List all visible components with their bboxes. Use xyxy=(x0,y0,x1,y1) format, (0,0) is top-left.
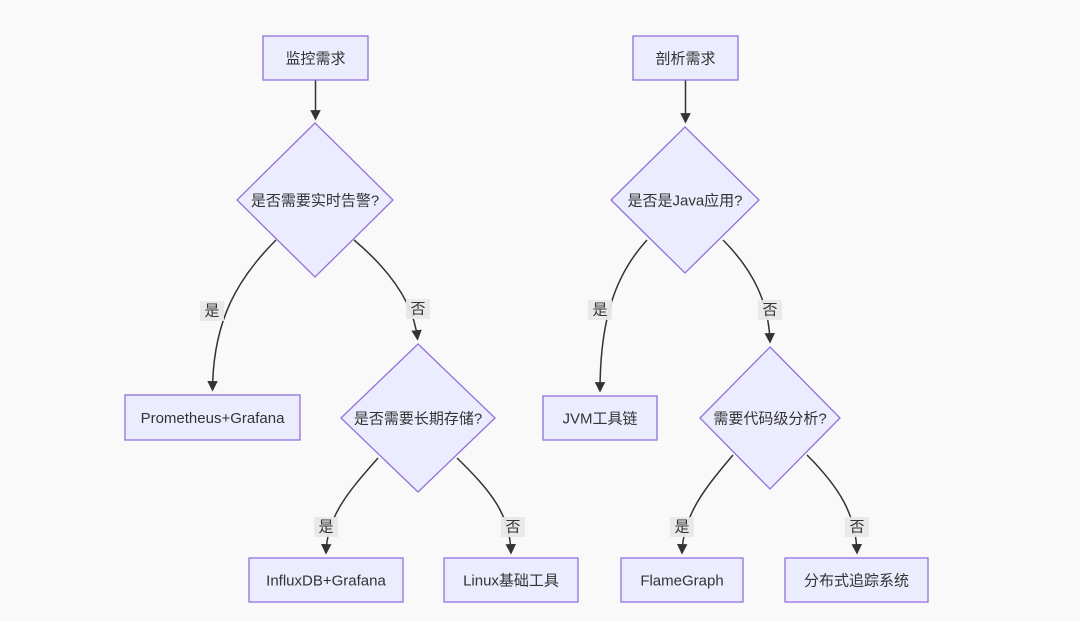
node-influxdb-grafana: InfluxDB+Grafana xyxy=(248,557,404,603)
decision-diamond xyxy=(236,122,394,278)
edge-label-codelevel-no: 否 xyxy=(845,517,869,537)
edge-label-realtime-yes: 是 xyxy=(200,301,224,321)
edge-label-text: 是 xyxy=(592,302,607,319)
edge-label-chip xyxy=(406,299,430,319)
edge-realtime-q-yes-to-prometheus xyxy=(207,239,277,392)
node-profile-root: 剖析需求 xyxy=(632,35,739,81)
edge-label-chip xyxy=(501,517,525,537)
decision-diamond xyxy=(610,126,760,274)
process-box xyxy=(262,35,369,81)
edge-label-chip xyxy=(670,517,694,537)
node-label: 剖析需求 xyxy=(655,51,715,68)
node-decision-realtime-alert: 是否需要实时告警? xyxy=(236,122,394,278)
edge-label-text: 否 xyxy=(410,301,425,318)
node-decision-long-term-storage: 是否需要长期存储? xyxy=(340,343,496,493)
edge-label-java-yes: 是 xyxy=(588,300,612,320)
process-box xyxy=(443,557,579,603)
node-label: 分布式追踪系统 xyxy=(804,573,909,590)
edge-label-text: 是 xyxy=(674,519,689,536)
node-label: Linux基础工具 xyxy=(463,573,559,590)
edge-storage-q-yes-to-influxdb xyxy=(320,457,379,555)
decision-diamond xyxy=(340,343,496,493)
edge-label-text: 否 xyxy=(505,519,520,536)
edge-label-chip xyxy=(758,300,782,320)
node-label: 是否是Java应用? xyxy=(627,192,742,210)
decision-diamond xyxy=(699,346,841,490)
edge-label-chip xyxy=(588,300,612,320)
node-flamegraph: FlameGraph xyxy=(620,557,744,603)
node-distributed-tracing: 分布式追踪系统 xyxy=(784,557,929,603)
node-decision-java-app: 是否是Java应用? xyxy=(610,126,760,274)
node-prometheus-grafana: Prometheus+Grafana xyxy=(124,394,301,441)
node-label: InfluxDB+Grafana xyxy=(266,573,386,590)
edge-label-chip xyxy=(200,301,224,321)
node-label: 是否需要实时告警? xyxy=(251,193,379,210)
edge-label-codelevel-yes: 是 xyxy=(670,517,694,537)
node-jvm-toolchain: JVM工具链 xyxy=(542,395,658,441)
process-box xyxy=(632,35,739,81)
edge-codelevel-q-yes-to-flamegraph xyxy=(676,454,734,555)
node-label: 监控需求 xyxy=(285,51,345,68)
node-label: 需要代码级分析? xyxy=(713,411,826,428)
node-label: FlameGraph xyxy=(640,573,723,590)
node-label: JVM工具链 xyxy=(562,411,637,428)
edge-codelevel-q-no-to-tracing xyxy=(806,454,863,555)
node-label: Prometheus+Grafana xyxy=(141,410,285,427)
process-box xyxy=(248,557,404,603)
edge-label-text: 否 xyxy=(849,519,864,536)
edge-label-text: 否 xyxy=(762,302,777,319)
node-linux-tools: Linux基础工具 xyxy=(443,557,579,603)
edge-label-chip xyxy=(845,517,869,537)
edge-label-chip xyxy=(314,517,338,537)
node-monitor-root: 监控需求 xyxy=(262,35,369,81)
node-decision-code-level-analysis: 需要代码级分析? xyxy=(699,346,841,490)
edge-label-realtime-no: 否 xyxy=(406,299,430,319)
edge-java-q-no-to-codelevel-q xyxy=(722,239,776,344)
process-box xyxy=(620,557,744,603)
process-box xyxy=(542,395,658,441)
edge-storage-q-no-to-linux-tools xyxy=(456,457,517,555)
edge-label-text: 是 xyxy=(318,519,333,536)
edge-label-java-no: 否 xyxy=(758,300,782,320)
edge-labels-layer: 是 否 是 否 是 否 是 否 xyxy=(200,299,869,537)
edge-label-storage-yes: 是 xyxy=(314,517,338,537)
edge-label-storage-no: 否 xyxy=(501,517,525,537)
process-box xyxy=(124,394,301,441)
edge-realtime-q-no-to-storage-q xyxy=(353,239,422,341)
process-box xyxy=(784,557,929,603)
node-label: 是否需要长期存储? xyxy=(354,411,482,428)
edge-label-text: 是 xyxy=(204,303,219,320)
